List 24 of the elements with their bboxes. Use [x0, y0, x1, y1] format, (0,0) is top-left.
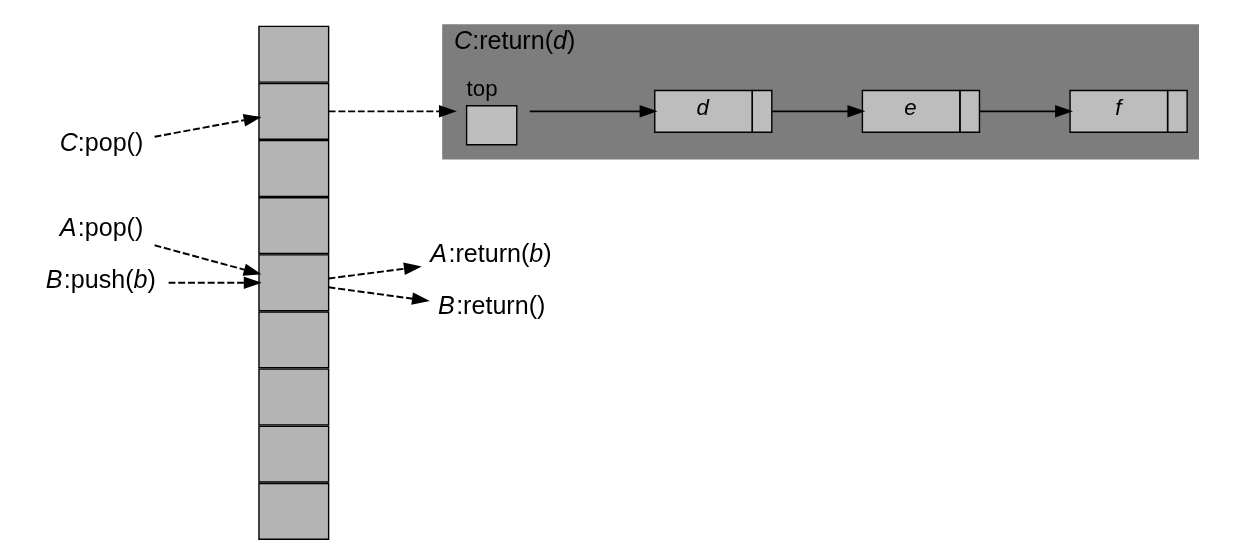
arrow — [528, 105, 657, 118]
node-box — [257, 311, 329, 369]
node-box — [257, 425, 329, 483]
node-text: A:pop() — [59, 212, 143, 241]
arrow — [153, 244, 261, 276]
arrow — [153, 114, 261, 138]
node-text: C:pop() — [59, 127, 143, 156]
node-text: B:return() — [437, 290, 545, 319]
node-box — [257, 25, 329, 83]
node-label: top — [466, 75, 498, 101]
node-box — [257, 482, 329, 540]
node-text: A:return(b) — [429, 239, 552, 268]
node-box — [257, 82, 329, 140]
arrow — [770, 105, 865, 118]
arrow — [327, 286, 430, 305]
node-box — [257, 368, 329, 426]
node-box — [257, 254, 329, 312]
arrow — [167, 276, 262, 290]
node-box — [257, 139, 329, 198]
node-box — [257, 197, 329, 255]
arrow — [327, 105, 457, 118]
arrow — [978, 105, 1073, 118]
arrow — [327, 262, 422, 280]
node-text: B:push(b) — [45, 264, 156, 293]
